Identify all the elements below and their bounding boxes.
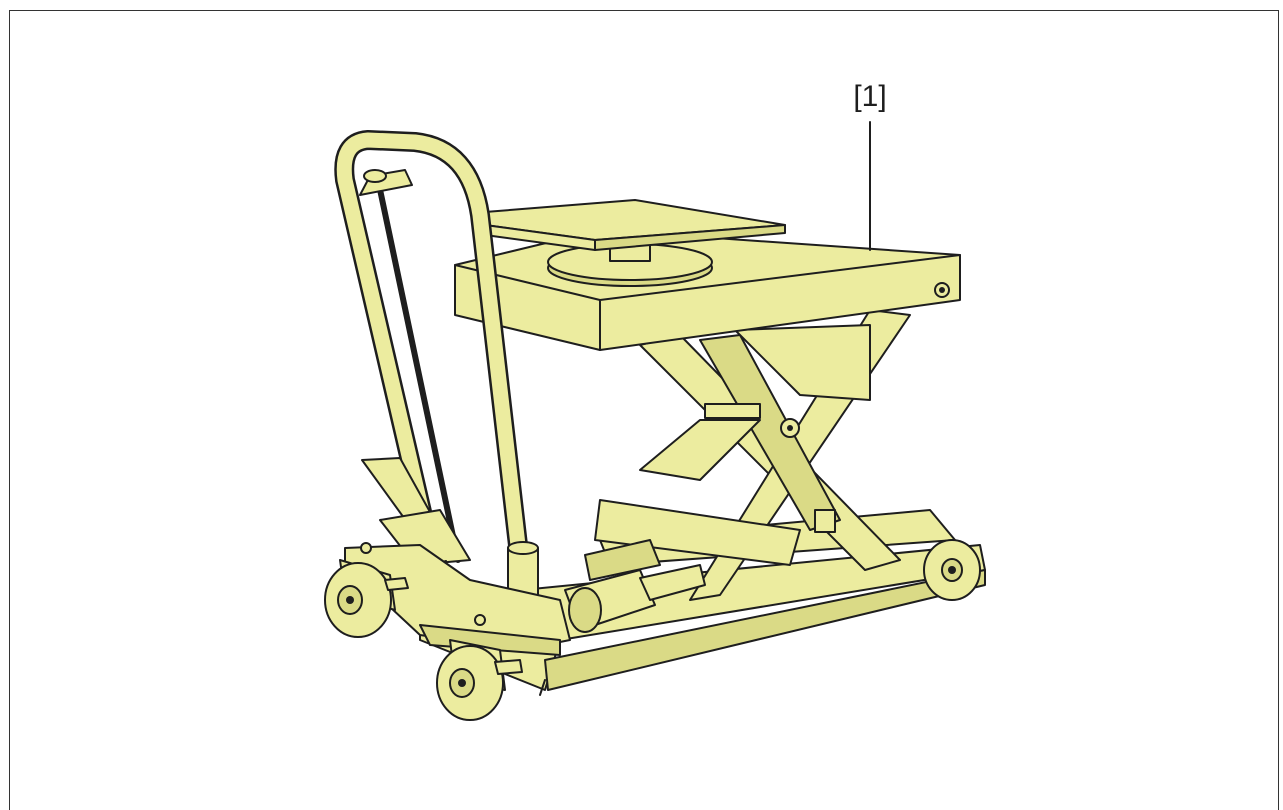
lift-table-illustration: [1]	[324, 80, 986, 721]
figure-frame	[9, 10, 1279, 810]
scissor-mechanism	[584, 309, 911, 601]
table-platform	[454, 199, 961, 351]
front-left-wheel	[324, 559, 409, 638]
callout-label: [1]	[853, 80, 886, 113]
rear-right-wheel	[923, 539, 981, 601]
front-right-wheel	[436, 639, 523, 721]
hydraulic-cylinder	[564, 564, 706, 633]
